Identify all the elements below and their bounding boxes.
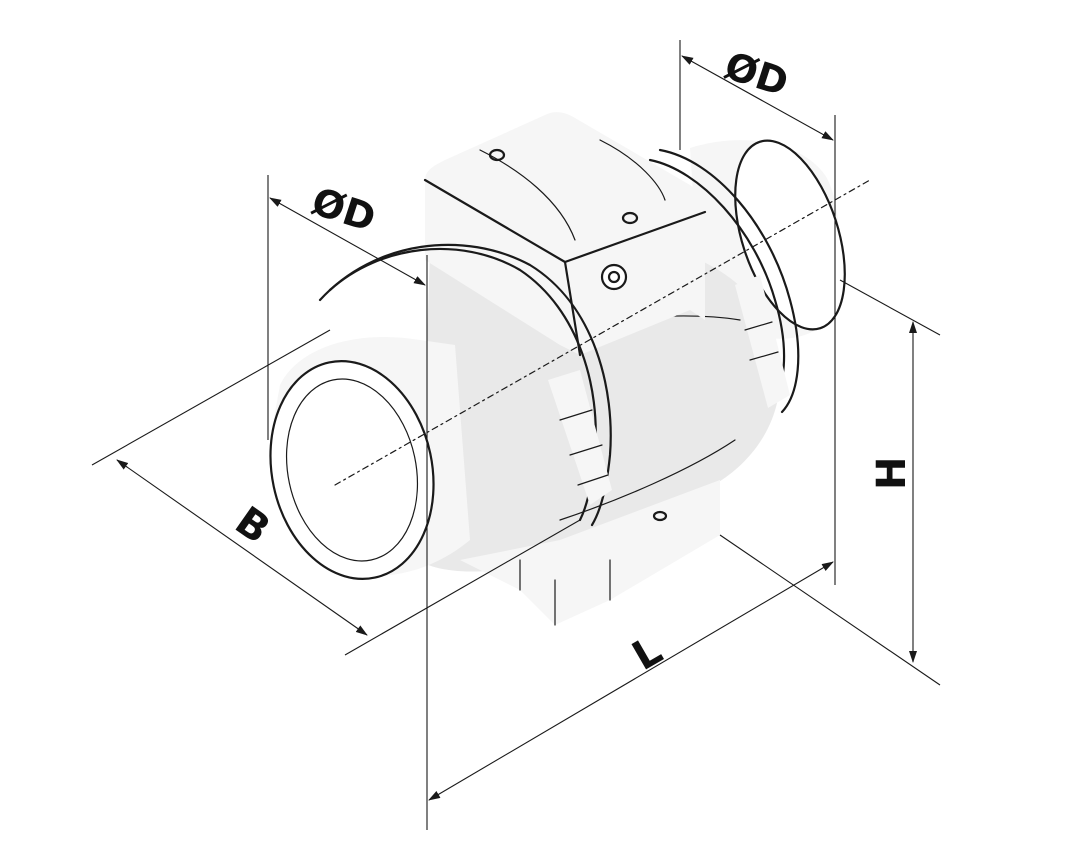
width-dim-line [116,459,368,636]
right-clamp-band [648,148,800,414]
left-inlet-collar [269,337,470,580]
height-label: H [869,457,915,490]
diameter-left-dim-line [269,197,426,286]
diameter-left-label: ØD [307,179,381,241]
length-dim-line [428,561,834,801]
axis-centerline [334,179,871,486]
screw-hole-icon [621,211,639,225]
length-label: L [625,627,670,680]
fan-body [269,112,871,626]
diameter-right-dim-line [681,55,834,141]
width-label: B [227,498,278,553]
terminal-box [423,112,707,357]
cable-gland-icon [600,263,628,291]
screw-hole-icon [488,148,506,162]
diameter-right-label: ØD [719,43,793,105]
